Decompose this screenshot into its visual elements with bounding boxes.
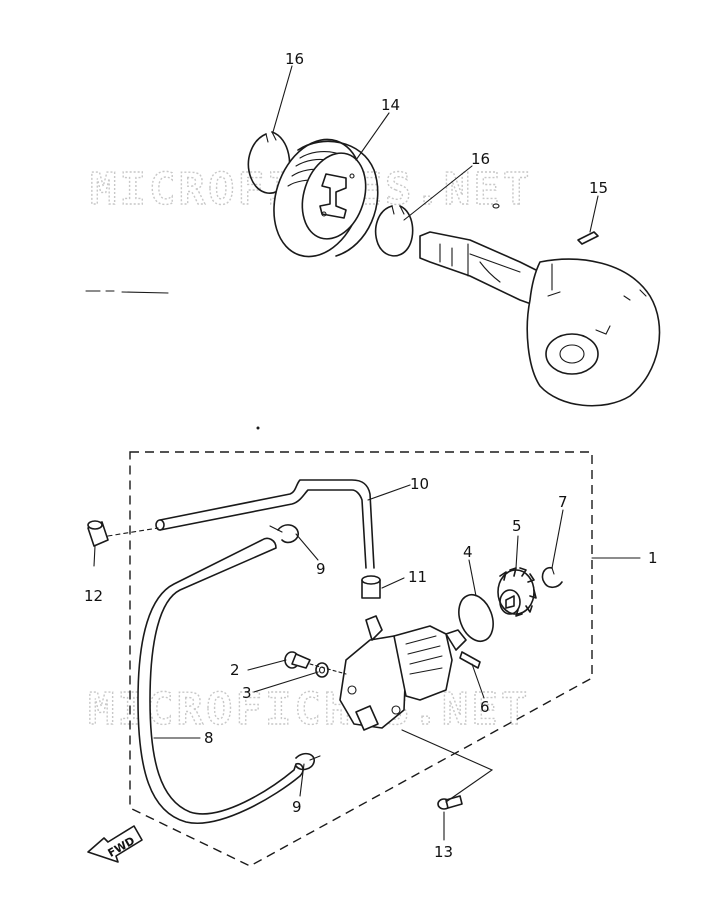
pump-drive-gear <box>497 567 537 617</box>
hose-clip-lower <box>295 752 321 771</box>
circlip-left <box>247 131 291 194</box>
leader-2 <box>247 659 287 671</box>
callout-12: 12 <box>84 587 103 605</box>
callout-14: 14 <box>381 96 400 114</box>
leader-13-bend <box>401 729 494 803</box>
leader-6 <box>471 663 485 699</box>
hose-joint <box>361 575 381 599</box>
circlip-7 <box>541 566 563 589</box>
screw-dashline <box>309 663 347 675</box>
dowel-pin <box>577 231 599 245</box>
callout-10: 10 <box>410 475 429 493</box>
callout-6: 6 <box>480 698 490 716</box>
stray-marks <box>85 290 169 294</box>
callout-16a: 16 <box>285 50 304 68</box>
hose-8 <box>137 537 304 824</box>
leader-9a <box>295 533 319 561</box>
leader-5 <box>515 535 519 569</box>
leader-10 <box>367 484 411 501</box>
callout-13: 13 <box>434 843 453 861</box>
hose-cap <box>87 520 109 547</box>
callout-16b: 16 <box>471 150 490 168</box>
leader-7 <box>551 509 564 569</box>
callout-8: 8 <box>204 729 214 747</box>
watermark-bottom: MICROFICHES.NET <box>88 684 530 735</box>
leader-3 <box>253 671 319 693</box>
pulley <box>273 138 379 258</box>
small-ring <box>492 203 500 209</box>
o-ring <box>458 593 494 643</box>
pin-6 <box>459 651 481 669</box>
callout-5: 5 <box>512 517 522 535</box>
leader-14 <box>355 112 390 161</box>
hose-clip-upper <box>269 524 299 544</box>
washer-3 <box>315 662 329 678</box>
leader-11 <box>381 577 405 589</box>
callout-3: 3 <box>242 684 252 702</box>
leader-16a <box>272 65 293 133</box>
oil-pump-body <box>339 615 467 731</box>
callout-4: 4 <box>463 543 473 561</box>
stray-dot <box>256 426 260 430</box>
callout-2: 2 <box>230 661 240 679</box>
leader-12 <box>93 545 96 567</box>
fwd-arrow: FWD <box>87 825 143 863</box>
screw-2 <box>284 651 311 669</box>
leader-15 <box>589 195 599 233</box>
callout-7: 7 <box>558 493 568 511</box>
leader-16b <box>403 165 473 221</box>
callout-9a: 9 <box>316 560 326 578</box>
callout-9b: 9 <box>292 798 302 816</box>
callout-1: 1 <box>648 549 658 567</box>
callout-11: 11 <box>408 568 427 586</box>
circlip-right <box>374 205 414 257</box>
bolt-13 <box>437 795 463 810</box>
callout-15: 15 <box>589 179 608 197</box>
hose-10 <box>155 479 375 569</box>
pump-drive-shaft <box>419 231 661 407</box>
cap-dashline <box>107 527 159 537</box>
leader-4 <box>468 559 477 597</box>
leader-9b <box>299 763 305 797</box>
